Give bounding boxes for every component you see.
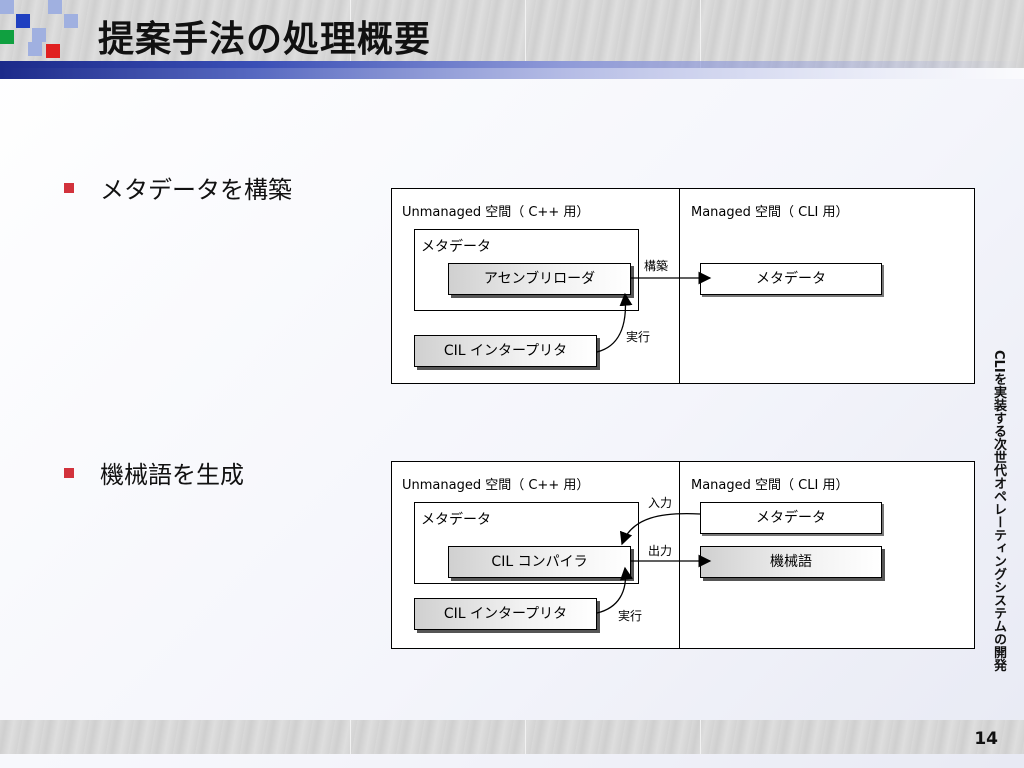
- unmanaged-space-label: Unmanaged 空間（ C++ 用）: [402, 478, 590, 493]
- diagram-arrows: [596, 512, 712, 614]
- managed-space-label: Managed 空間（ CLI 用）: [691, 478, 849, 493]
- diagram-arrows: [596, 271, 712, 353]
- exec-arrow-label: 実行: [626, 330, 651, 344]
- space-divider: [679, 462, 680, 648]
- metadata-group-label: メタデータ: [421, 239, 491, 255]
- metadata-group-label: メタデータ: [421, 512, 491, 528]
- decorative-square-icon: [16, 14, 30, 28]
- header-band: [0, 0, 1024, 68]
- footer-divider: [350, 720, 351, 754]
- exec-arrow: [596, 566, 633, 614]
- cil-compiler-box: CIL コンパイラ: [448, 546, 631, 578]
- managed-metadata-box: メタデータ: [700, 502, 882, 534]
- side-caption: CLIを実装する次世代オペレーティングシステムの開発: [991, 350, 1006, 672]
- space-divider: [679, 189, 680, 383]
- bullet-square-icon: [64, 182, 74, 193]
- page-title: 提案手法の処理概要: [98, 19, 432, 60]
- header-divider: [700, 0, 701, 68]
- header-divider: [350, 0, 351, 68]
- footer-divider: [700, 720, 701, 754]
- bullet-item: 機械語を生成: [64, 455, 244, 490]
- cil-interpreter-box: CIL インタープリタ: [414, 598, 597, 630]
- build-arrow-label: 構築: [644, 259, 669, 273]
- title-underline-highlight: [0, 68, 1024, 79]
- header-divider: [525, 0, 526, 68]
- machine-code-diagram: Unmanaged 空間（ C++ 用） Managed 空間（ CLI 用） …: [391, 461, 975, 649]
- decorative-square-icon: [46, 44, 60, 58]
- bullet-text: メタデータを構築: [100, 176, 292, 204]
- input-arrow: [619, 512, 701, 546]
- footer-band: [0, 720, 1024, 754]
- output-arrow-label: 出力: [648, 544, 673, 558]
- decorative-square-icon: [28, 42, 42, 56]
- bullet-square-icon: [64, 467, 74, 478]
- footer-divider: [525, 720, 526, 754]
- assembly-loader-box: アセンブリローダ: [448, 263, 631, 295]
- bullet-item: メタデータを構築: [64, 170, 292, 205]
- metadata-build-diagram: Unmanaged 空間（ C++ 用） Managed 空間（ CLI 用） …: [391, 188, 975, 384]
- unmanaged-space-label: Unmanaged 空間（ C++ 用）: [402, 205, 590, 220]
- cil-interpreter-box: CIL インタープリタ: [414, 335, 597, 367]
- exec-arrow-label: 実行: [618, 609, 643, 623]
- bullet-text: 機械語を生成: [100, 461, 244, 489]
- managed-space-label: Managed 空間（ CLI 用）: [691, 205, 849, 220]
- decorative-square-icon: [0, 30, 14, 44]
- input-arrow-label: 入力: [648, 496, 673, 510]
- page-number: 14: [974, 729, 998, 749]
- decorative-square-icon: [32, 28, 46, 42]
- decorative-square-icon: [64, 14, 78, 28]
- decorative-square-icon: [0, 0, 14, 14]
- decorative-square-icon: [48, 0, 62, 14]
- exec-arrow: [596, 292, 633, 353]
- managed-metadata-box: メタデータ: [700, 263, 882, 295]
